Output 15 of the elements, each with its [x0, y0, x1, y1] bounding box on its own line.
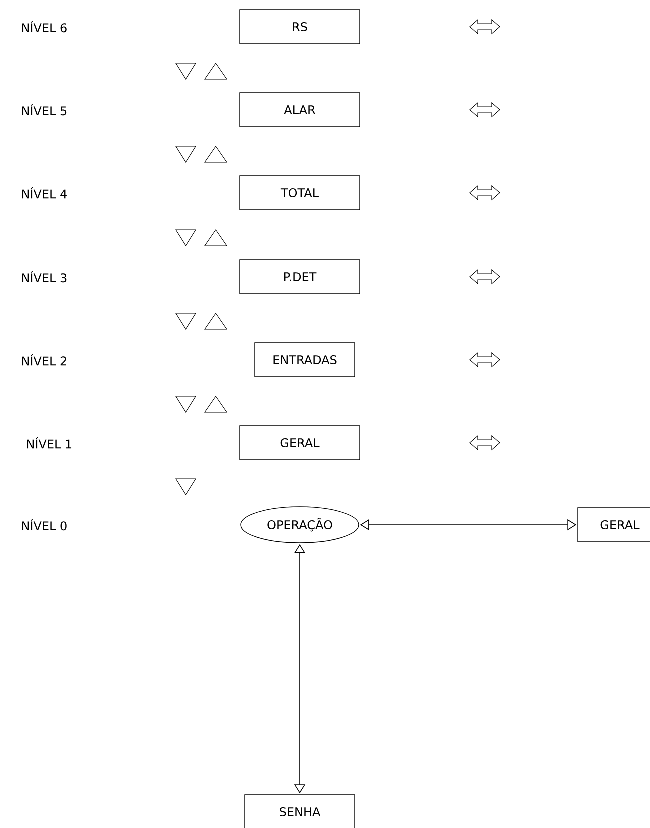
- menu-box: TOTAL: [240, 176, 360, 210]
- menu-box: GERAL: [240, 426, 360, 460]
- menu-box: ALAR: [240, 92, 360, 128]
- level-label: NÍVEL 2: [22, 354, 66, 366]
- level-label: NÍVEL 5: [22, 104, 67, 116]
- level-label: NÍVEL 1: [27, 437, 72, 449]
- menu-box: P.DET: [240, 260, 360, 294]
- menu-box: ENTRADAS: [254, 342, 356, 378]
- level-label: NÍVEL 0: [22, 519, 67, 531]
- level-label: NÍVEL 4: [22, 187, 67, 199]
- level-label: NÍVEL 3: [22, 271, 67, 283]
- menu-box: SENHA: [244, 794, 356, 828]
- menu-box: GERAL: [578, 508, 650, 542]
- level-label: NÍVEL 6: [22, 21, 67, 33]
- menu-box: RS: [240, 10, 360, 44]
